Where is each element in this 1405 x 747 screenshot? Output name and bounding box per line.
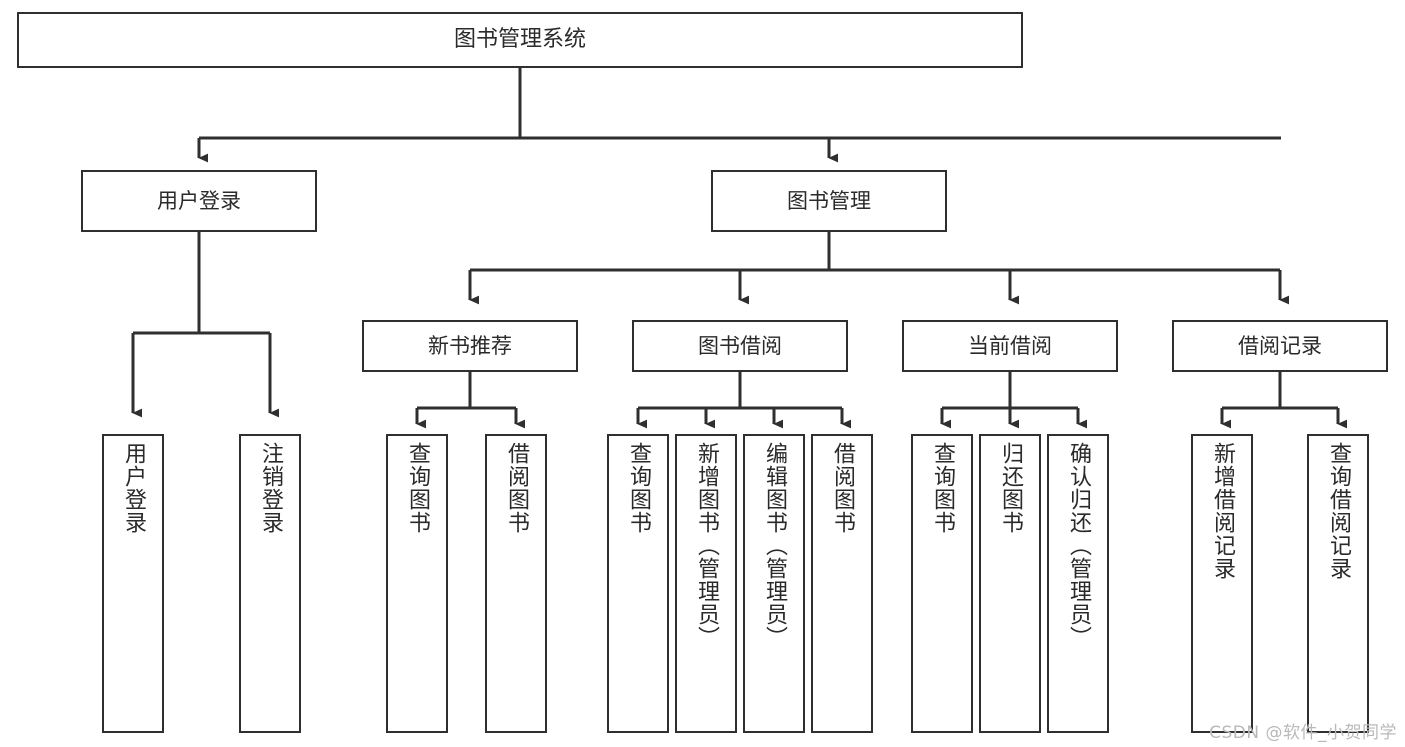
leaf-query-book-recommend[interactable]: 查询图书 (386, 434, 448, 733)
node-current-borrow[interactable]: 当前借阅 (902, 320, 1118, 372)
leaf-user-login[interactable]: 用户登录 (102, 434, 164, 733)
node-label: 图书借阅 (698, 333, 782, 358)
leaf-add-borrow-record[interactable]: 新增借阅记录 (1191, 434, 1253, 733)
leaf-confirm-return-admin[interactable]: 确认归还（管理员） (1047, 434, 1109, 733)
node-new-book-recommend[interactable]: 新书推荐 (362, 320, 578, 372)
node-root-system[interactable]: 图书管理系统 (17, 12, 1023, 68)
node-label: 当前借阅 (968, 333, 1052, 358)
leaf-edit-book-admin[interactable]: 编辑图书（管理员） (743, 434, 805, 733)
leaf-query-book-current[interactable]: 查询图书 (911, 434, 973, 733)
leaf-query-borrow-record[interactable]: 查询借阅记录 (1307, 434, 1369, 733)
leaf-return-book[interactable]: 归还图书 (979, 434, 1041, 733)
node-label: 借阅图书 (830, 442, 855, 534)
node-label: 图书管理 (787, 188, 871, 213)
node-label: 归还图书 (998, 442, 1023, 534)
leaf-user-logout[interactable]: 注销登录 (239, 434, 301, 733)
node-user-login[interactable]: 用户登录 (81, 170, 317, 232)
node-borrow-record[interactable]: 借阅记录 (1172, 320, 1388, 372)
node-label: 查询图书 (405, 442, 430, 534)
node-label: 用户登录 (121, 442, 146, 534)
node-label: 借阅图书 (504, 442, 529, 534)
node-label: 借阅记录 (1238, 333, 1322, 358)
node-label: 新增借阅记录 (1210, 442, 1235, 580)
node-label: 新书推荐 (428, 333, 512, 358)
node-label: 查询图书 (626, 442, 651, 534)
leaf-borrow-book[interactable]: 借阅图书 (811, 434, 873, 733)
node-label: 注销登录 (258, 442, 283, 534)
node-label: 图书管理系统 (453, 27, 586, 53)
leaf-add-book-admin[interactable]: 新增图书（管理员） (675, 434, 737, 733)
watermark-text: CSDN @软件_小贺同学 (1209, 723, 1397, 743)
node-label: 确认归还（管理员） (1066, 442, 1091, 649)
node-label: 用户登录 (157, 188, 241, 213)
node-label: 编辑图书（管理员） (762, 442, 787, 649)
node-label: 查询借阅记录 (1326, 442, 1351, 580)
node-label: 新增图书（管理员） (694, 442, 719, 649)
leaf-query-book-borrow[interactable]: 查询图书 (607, 434, 669, 733)
node-book-borrow[interactable]: 图书借阅 (632, 320, 848, 372)
node-label: 查询图书 (930, 442, 955, 534)
node-book-management[interactable]: 图书管理 (711, 170, 947, 232)
leaf-borrow-book-recommend[interactable]: 借阅图书 (485, 434, 547, 733)
